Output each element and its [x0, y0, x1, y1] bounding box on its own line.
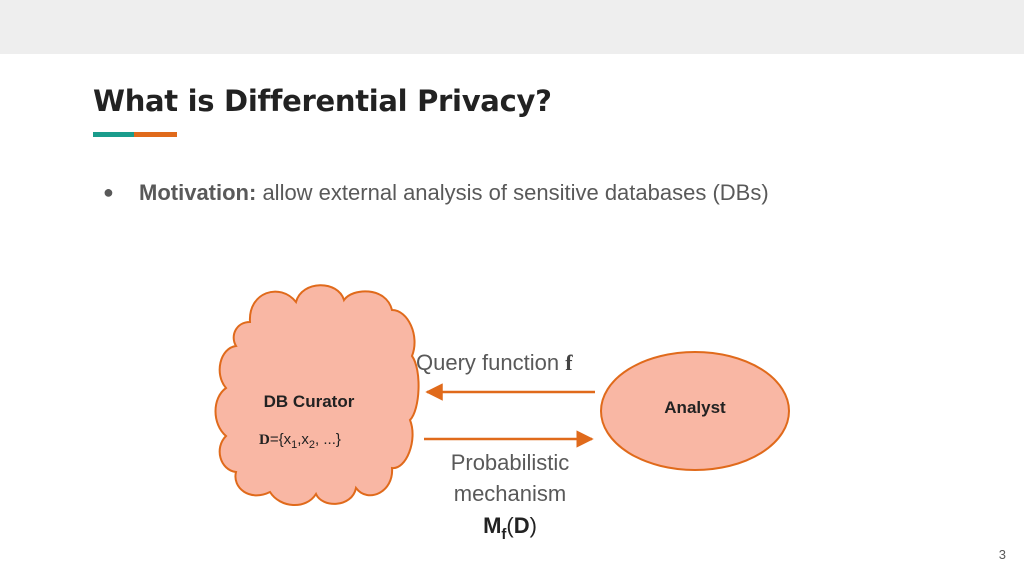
query-text: Query function: [416, 350, 565, 375]
bullet-heading: Motivation:: [139, 180, 257, 205]
db-curator-label: DB Curator: [264, 392, 355, 411]
query-symbol: f: [565, 350, 573, 375]
db-comma: ,x: [297, 431, 309, 448]
mechanism-paren-close: ): [530, 513, 537, 538]
mechanism-formula: Mf(D): [483, 513, 537, 543]
title-accent-teal: [93, 132, 134, 137]
db-sub-1: 1: [291, 439, 297, 451]
query-function-label: Query function f: [416, 350, 573, 375]
db-rest: , ...}: [315, 431, 341, 448]
bullet-text: allow external analysis of sensitive dat…: [256, 180, 769, 205]
mechanism-line-2: mechanism: [454, 481, 566, 506]
bullet-dot-icon: ●: [103, 182, 114, 202]
slide-title: What is Differential Privacy?: [93, 84, 552, 118]
db-eq: ={x: [270, 431, 292, 448]
page-number: 3: [998, 547, 1006, 562]
title-accent-orange: [134, 132, 177, 137]
cloud-shape-icon: [214, 284, 420, 506]
top-bar: [0, 0, 1024, 54]
mechanism-line-1: Probabilistic: [451, 450, 570, 475]
db-curator-cloud: DB Curator D={x1,x2, ...}: [214, 284, 420, 506]
analyst-node: Analyst: [600, 351, 790, 471]
mechanism-m: M: [483, 513, 501, 538]
mechanism-m-sub: f: [501, 526, 507, 543]
analyst-label: Analyst: [664, 398, 726, 417]
db-symbol: D: [259, 432, 270, 448]
db-sub-2: 2: [309, 439, 315, 451]
analyst-ellipse: [600, 351, 790, 471]
bullet-item: ● Motivation: allow external analysis of …: [103, 180, 769, 206]
db-set-notation: D={x1,x2, ...}: [259, 431, 341, 451]
mechanism-d: D: [514, 513, 530, 538]
mechanism-paren-open: (: [506, 513, 514, 538]
